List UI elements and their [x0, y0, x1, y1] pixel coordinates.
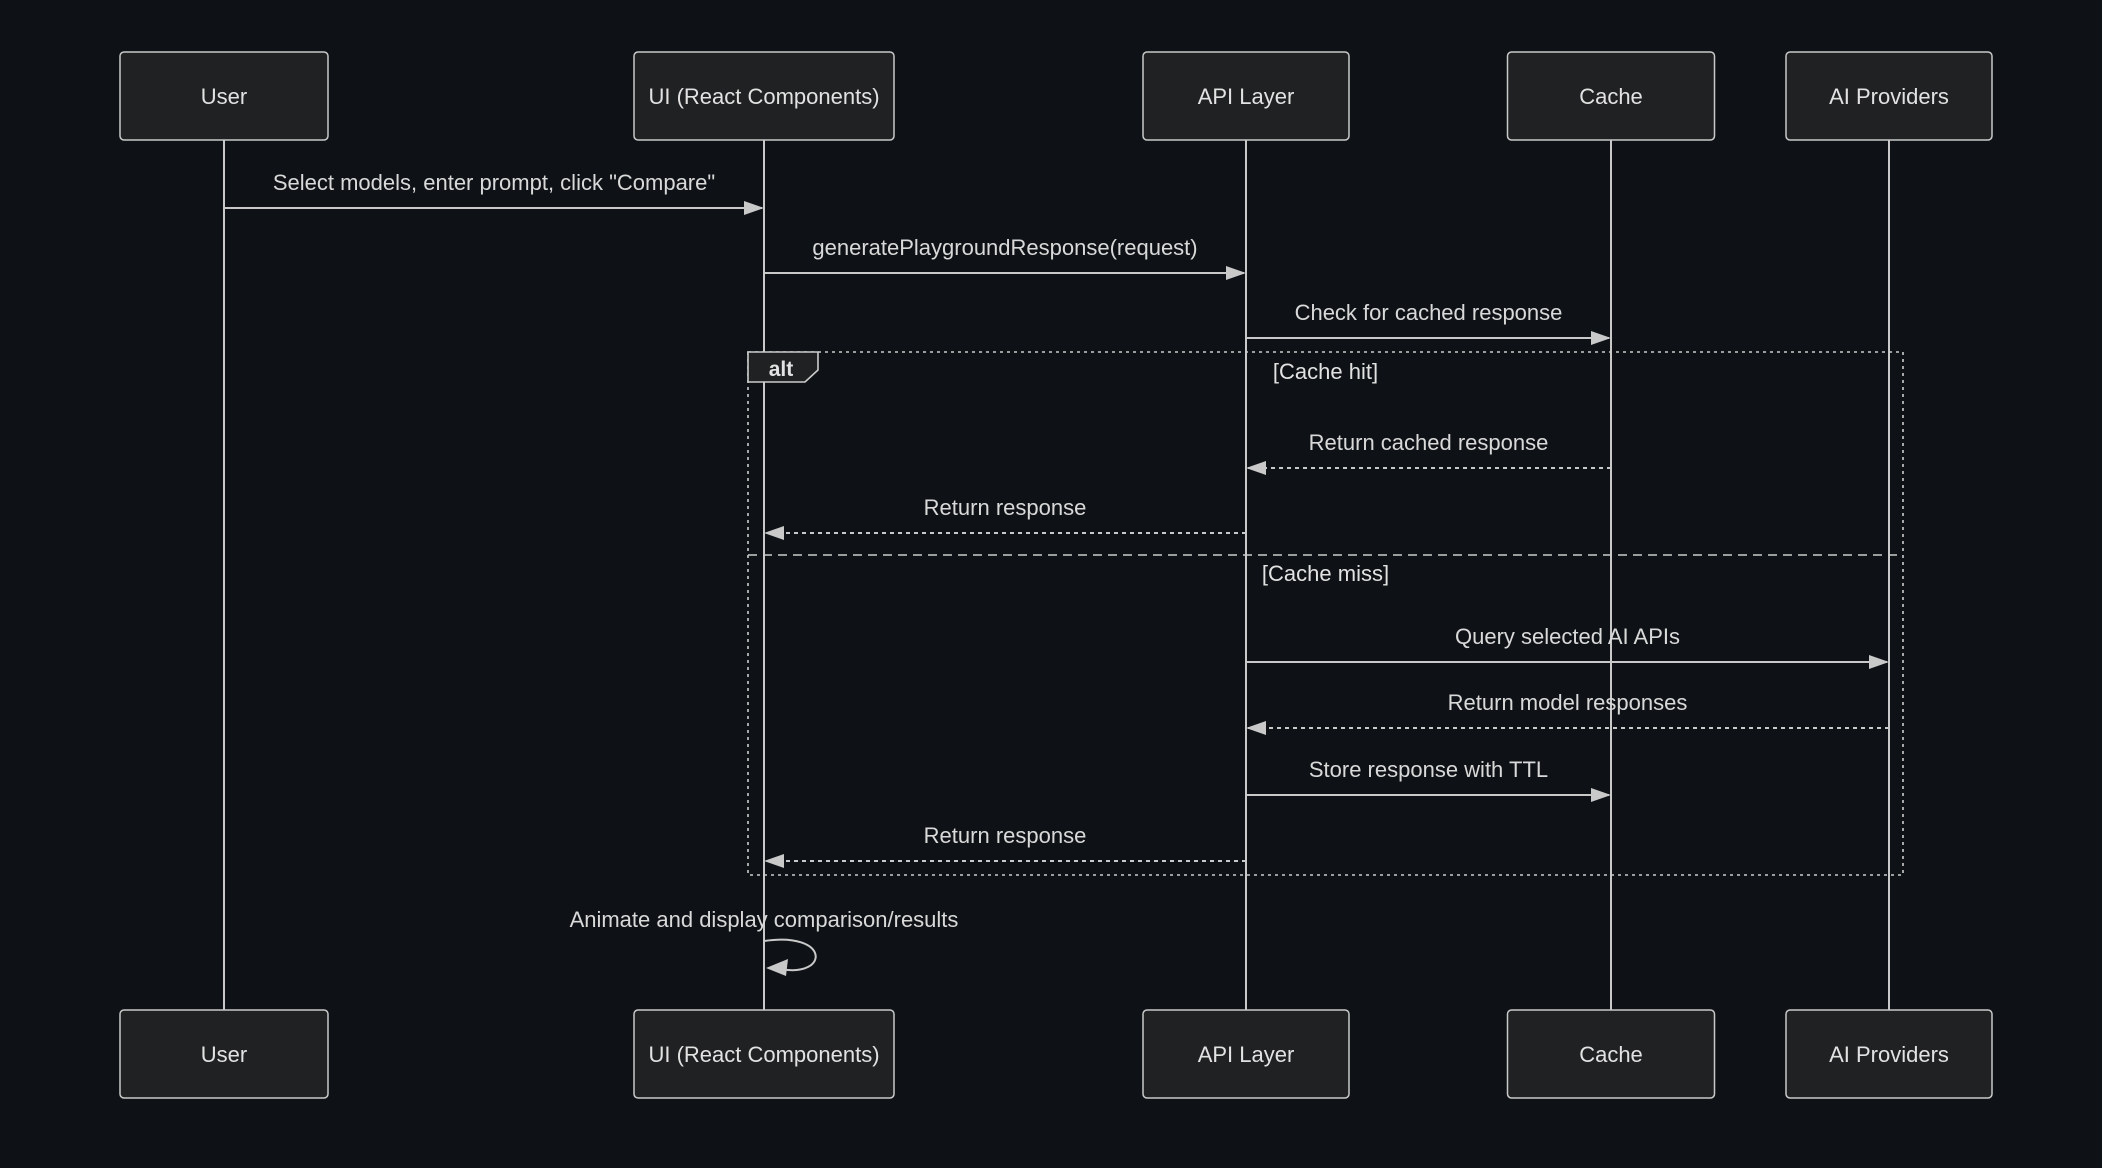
alt-label: alt — [769, 358, 794, 381]
participant-label-ai-bottom: AI Providers — [1829, 1042, 1949, 1067]
participant-label-ai-top: AI Providers — [1829, 84, 1949, 109]
participant-box-cache-top — [1506, 51, 1716, 141]
participant-label-api-bottom: API Layer — [1198, 1042, 1295, 1067]
participant-label-ui-top: UI (React Components) — [648, 84, 879, 109]
message-label: generatePlaygroundResponse(request) — [812, 235, 1197, 260]
arrowhead — [1226, 266, 1246, 280]
alt-condition-label: [Cache hit] — [1273, 359, 1378, 384]
participant-label-cache-bottom: Cache — [1579, 1042, 1643, 1067]
arrowhead — [1246, 461, 1266, 475]
arrowhead — [1246, 721, 1266, 735]
alt-label-box — [747, 351, 819, 383]
arrowhead — [1591, 331, 1611, 345]
message-label: Query selected AI APIs — [1455, 624, 1680, 649]
participant-label-cache-top: Cache — [1579, 84, 1643, 109]
arrowhead — [1591, 788, 1611, 802]
arrowhead — [744, 201, 764, 215]
message-label: Check for cached response — [1295, 300, 1563, 325]
participant-box-user-top — [119, 51, 329, 141]
message-label: Return cached response — [1309, 430, 1549, 455]
participant-box-user-bottom — [119, 1009, 329, 1099]
participant-box-api-bottom — [1142, 1009, 1350, 1099]
participant-box-api-top — [1142, 51, 1350, 141]
alt-frame — [747, 351, 1904, 876]
arrowhead — [766, 959, 788, 976]
participant-label-api-top: API Layer — [1198, 84, 1295, 109]
arrowhead — [1869, 655, 1889, 669]
participant-box-ui-bottom — [633, 1009, 895, 1099]
message-label: Return response — [924, 823, 1087, 848]
participant-box-ai-top — [1785, 51, 1993, 141]
message-label: Return response — [924, 495, 1087, 520]
arrowhead — [764, 526, 784, 540]
alt-condition-label: [Cache miss] — [1262, 561, 1389, 586]
participant-box-ai-bottom — [1785, 1009, 1993, 1099]
arrowhead — [764, 854, 784, 868]
participant-label-user-bottom: User — [201, 1042, 247, 1067]
participant-label-ui-bottom: UI (React Components) — [648, 1042, 879, 1067]
participant-label-user-top: User — [201, 84, 247, 109]
participant-box-ui-top — [633, 51, 895, 141]
message-label: Select models, enter prompt, click "Comp… — [273, 170, 715, 195]
message-self-loop — [763, 938, 817, 972]
message-label: Store response with TTL — [1309, 757, 1548, 782]
message-label: Animate and display comparison/results — [570, 907, 959, 932]
participant-box-cache-bottom — [1506, 1009, 1716, 1099]
message-label: Return model responses — [1448, 690, 1688, 715]
